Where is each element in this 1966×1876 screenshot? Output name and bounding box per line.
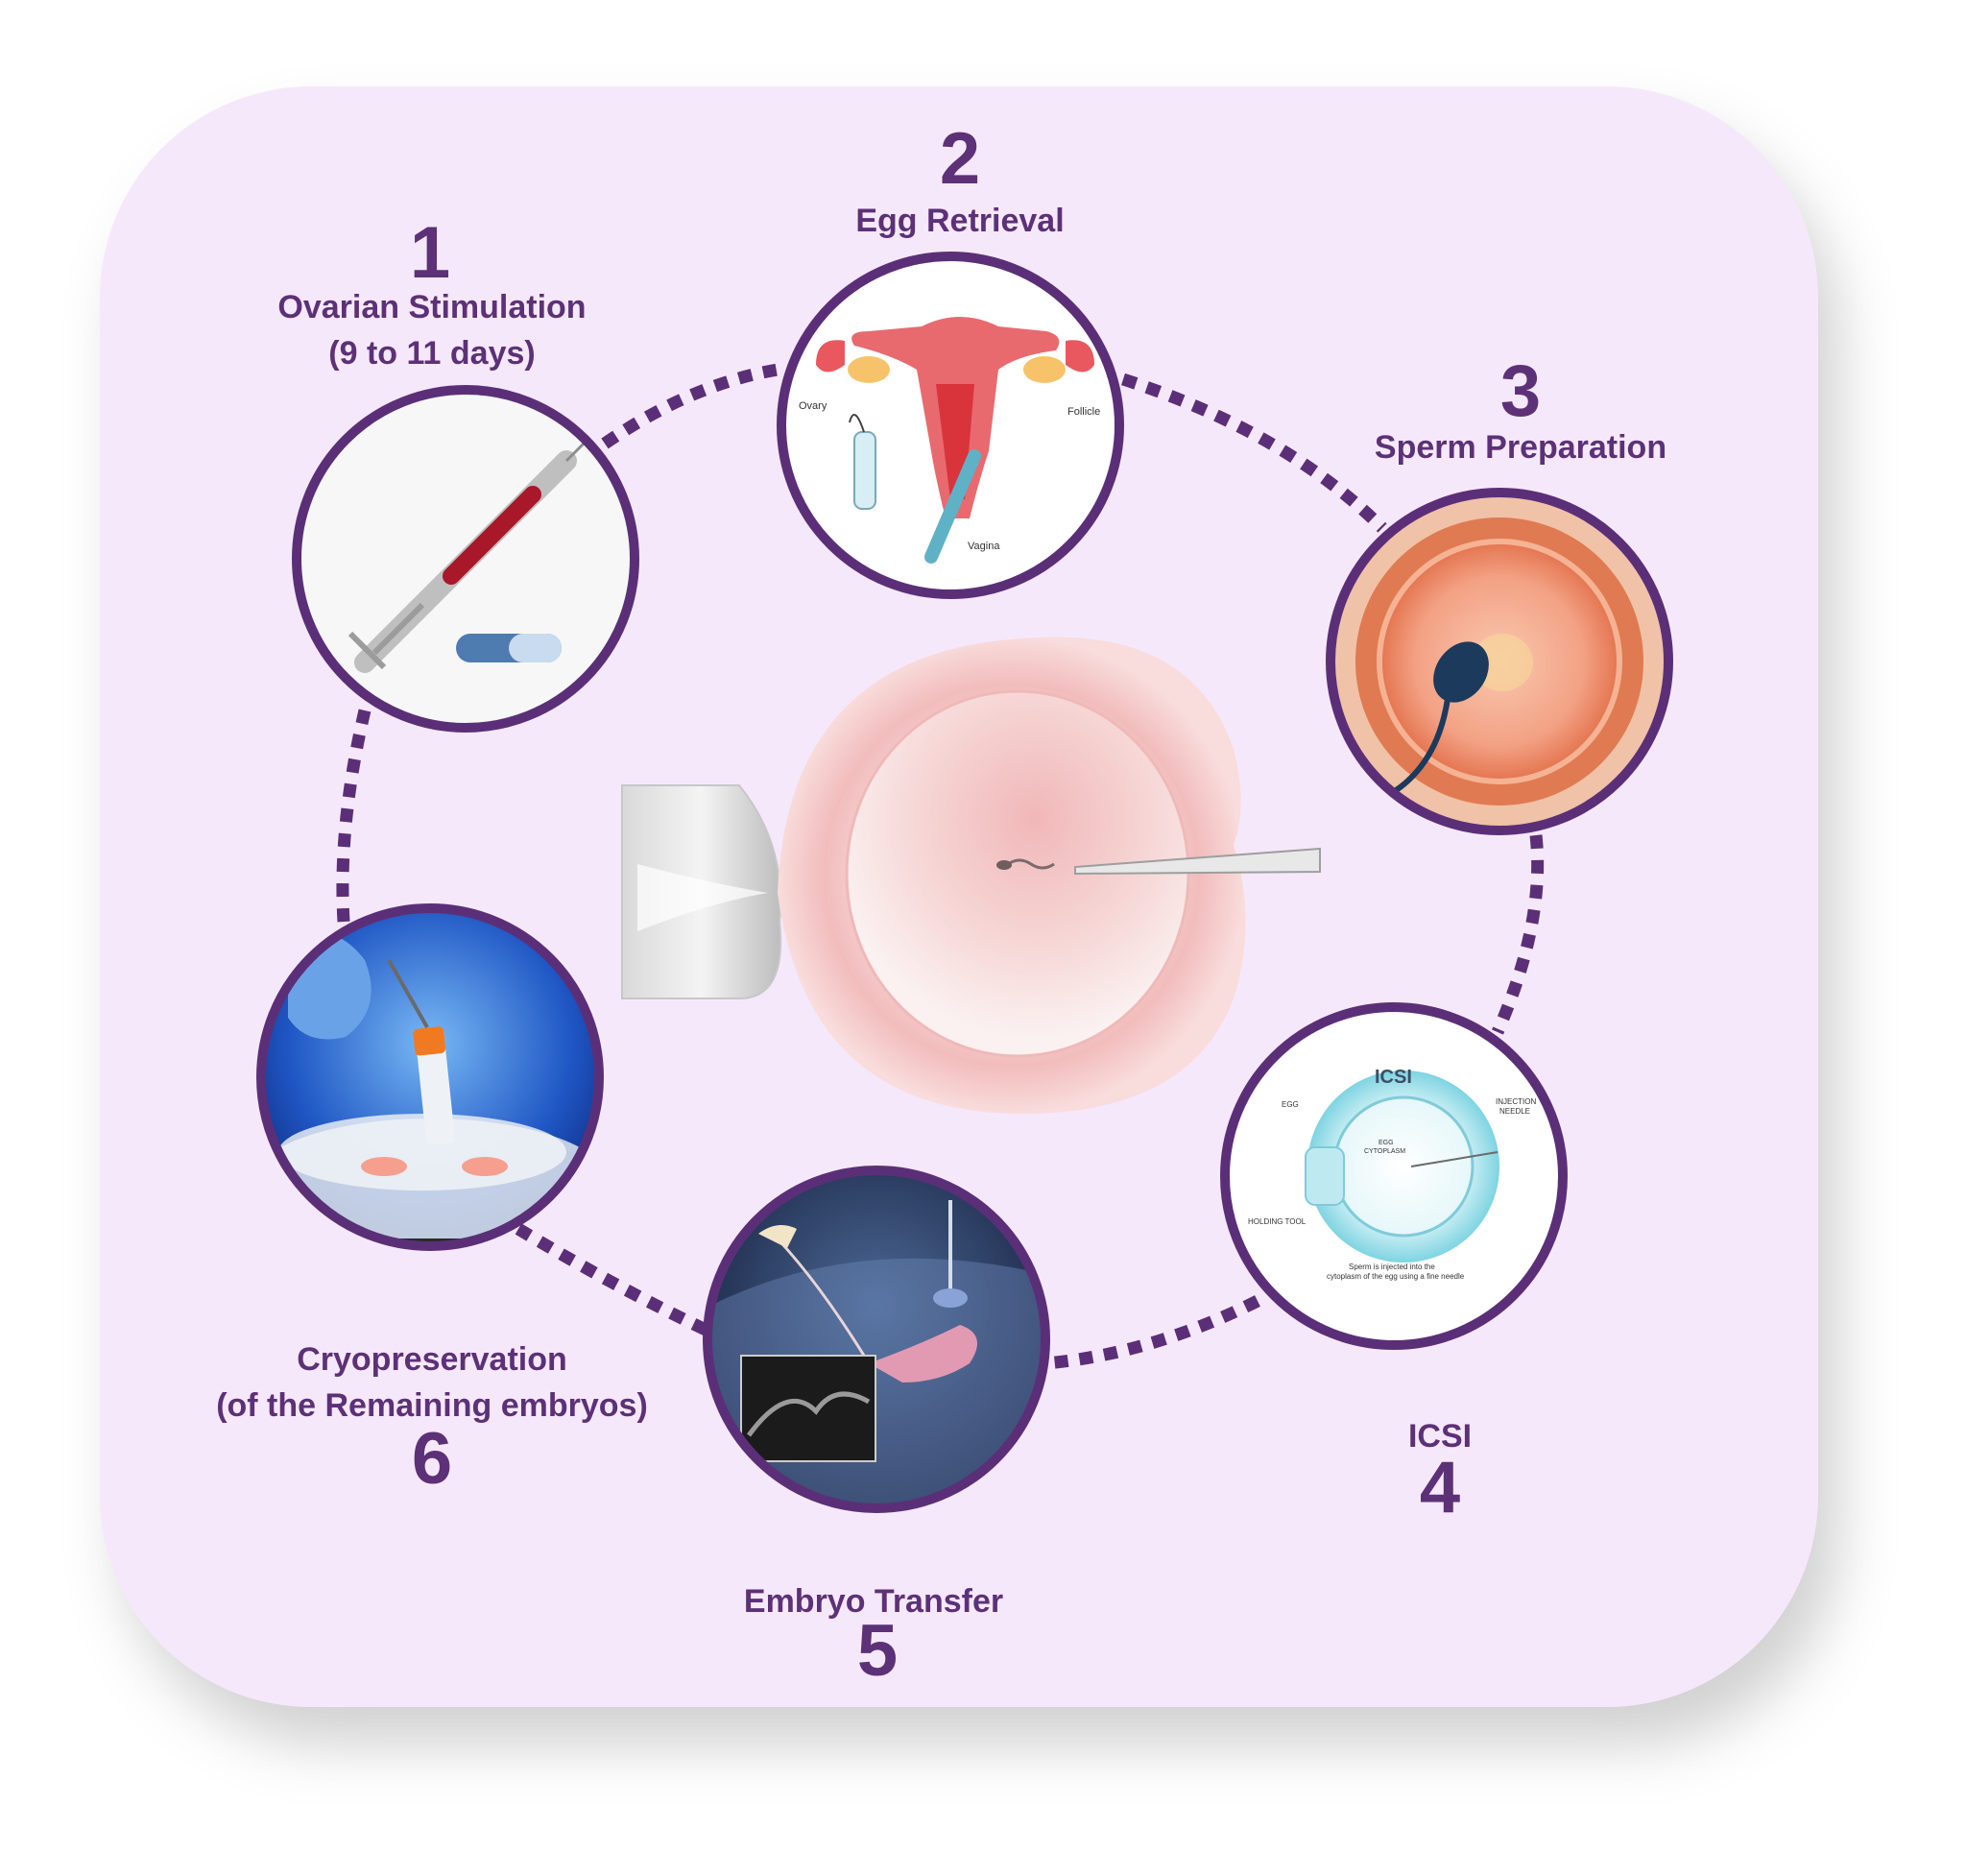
step-3-circle	[1326, 488, 1673, 835]
svg-text:EGG: EGG	[1282, 1100, 1299, 1109]
step-4-circle: ICSI EGG INJECTION NEEDLE EGG CYTOPLASM …	[1220, 1002, 1568, 1350]
step-6-number: 6	[411, 1418, 453, 1500]
step-3-number: 3	[1499, 350, 1542, 432]
step-4-number: 4	[1419, 1447, 1461, 1528]
svg-text:Sperm is injected into the: Sperm is injected into the	[1349, 1263, 1435, 1271]
step-3-label: Sperm Preparation	[1374, 429, 1667, 466]
connector-5-6	[515, 1223, 708, 1335]
connector-2-3	[1120, 373, 1387, 533]
svg-text:CYTOPLASM: CYTOPLASM	[1364, 1148, 1405, 1155]
connector-3-4	[1492, 834, 1545, 1035]
step-1-number: 1	[409, 212, 451, 294]
step-1-circle	[292, 385, 639, 733]
vagina-label: Vagina	[968, 541, 1000, 552]
step-5-label: Embryo Transfer	[743, 1583, 1004, 1620]
svg-text:INJECTION: INJECTION	[1496, 1097, 1536, 1106]
step-2-circle: Ovary Follicle Vagina	[777, 252, 1124, 599]
svg-text:HOLDING TOOL: HOLDING TOOL	[1248, 1217, 1307, 1226]
step-1-label: Ovarian Stimulation	[277, 289, 587, 325]
embryo-transfer-icon	[710, 1200, 1045, 1508]
central-egg-illustration	[621, 637, 1321, 1114]
step-6-label: Cryopreservation	[297, 1341, 567, 1378]
step-6-sublabel: (of the Remaining embryos)	[216, 1387, 648, 1424]
icsi-icon: ICSI EGG INJECTION NEEDLE EGG CYTOPLASM …	[1248, 1067, 1536, 1281]
svg-text:NEEDLE: NEEDLE	[1499, 1107, 1530, 1116]
syringe-icon	[348, 411, 616, 673]
svg-text:EGG: EGG	[1379, 1140, 1394, 1146]
icsi-illustration-title: ICSI	[1375, 1067, 1412, 1088]
cycle-connectors	[336, 363, 1545, 1370]
step-5-number: 5	[856, 1610, 899, 1692]
ovary-label: Ovary	[799, 400, 827, 412]
connector-6-1	[336, 709, 372, 923]
step-6-circle	[256, 903, 604, 1251]
step-2-label: Egg Retrieval	[855, 203, 1065, 239]
step-2-number: 2	[939, 118, 981, 200]
sperm-icon	[1355, 517, 1643, 806]
step-4-label: ICSI	[1407, 1418, 1473, 1455]
step-5-circle	[703, 1166, 1050, 1513]
connector-1-2	[601, 363, 779, 449]
sperm-mark	[1007, 858, 1055, 870]
step-1-sublabel: (9 to 11 days)	[328, 335, 536, 372]
svg-text:cytoplasm of the egg using a f: cytoplasm of the egg using a fine needle	[1327, 1272, 1465, 1281]
connector-4-5	[1045, 1295, 1260, 1370]
injection-needle-icon	[1074, 847, 1321, 876]
uterus-icon: Ovary Follicle Vagina	[799, 317, 1100, 564]
follicle-label: Follicle	[1067, 406, 1100, 418]
